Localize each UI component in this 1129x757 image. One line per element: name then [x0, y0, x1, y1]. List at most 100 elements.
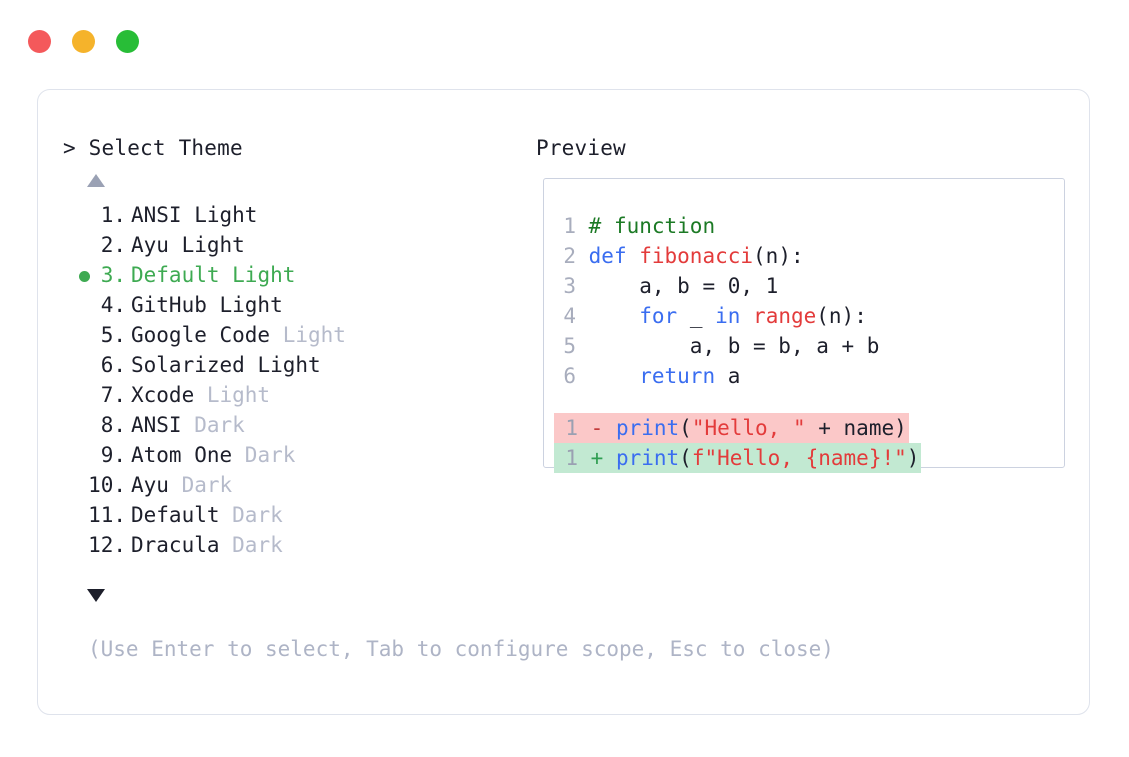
- theme-item-variant: Light: [244, 353, 321, 377]
- code-token: ): [906, 446, 920, 470]
- line-number: 6: [563, 364, 576, 388]
- page-title: > Select Theme: [63, 136, 243, 160]
- maximize-button[interactable]: [116, 30, 139, 53]
- code-line-text: # function: [576, 214, 715, 238]
- code-line-text: a, b = 0, 1: [576, 274, 778, 298]
- theme-list-item[interactable]: 4.GitHub Light: [63, 290, 533, 320]
- code-token: _: [677, 304, 716, 328]
- preview-title: Preview: [536, 136, 626, 160]
- code-line-text: return a: [576, 364, 740, 388]
- theme-item-variant: Light: [168, 233, 245, 257]
- code-token: print: [615, 416, 680, 440]
- code-token: def: [588, 244, 640, 268]
- theme-item-number: 1.: [100, 203, 126, 227]
- code-token: (n):: [753, 244, 804, 268]
- code-token: in: [715, 304, 754, 328]
- theme-list-item[interactable]: 10.Ayu Dark: [63, 470, 533, 500]
- theme-item-number: 12.: [88, 533, 126, 557]
- theme-item-name: Ayu: [131, 473, 169, 497]
- close-button[interactable]: [28, 30, 51, 53]
- code-token: "Hello, ": [691, 416, 806, 440]
- theme-item-number: 11.: [88, 503, 126, 527]
- code-line-text: print(f"Hello, {name}!"): [616, 446, 919, 470]
- theme-item-number: 7.: [100, 383, 126, 407]
- code-token: (: [679, 446, 692, 470]
- theme-list-item[interactable]: 5.Google Code Light: [63, 320, 533, 350]
- theme-item-variant: Light: [181, 203, 258, 227]
- theme-list-item[interactable]: 9.Atom One Dark: [63, 440, 533, 470]
- line-number: 1: [565, 416, 578, 440]
- window-controls: [28, 30, 139, 53]
- code-token: print: [615, 446, 680, 470]
- code-spacer: [554, 391, 921, 413]
- code-token: a, b = b, a + b: [588, 334, 880, 358]
- code-token: for: [639, 304, 678, 328]
- theme-item-name: Solarized: [131, 353, 245, 377]
- scroll-down-icon[interactable]: [87, 589, 105, 602]
- diff-line-del: 1 - print("Hello, " + name): [554, 413, 921, 443]
- diff-highlight: 1 - print("Hello, " + name): [554, 413, 909, 443]
- line-number: 2: [563, 244, 576, 268]
- theme-list-item[interactable]: 2.Ayu Light: [63, 230, 533, 260]
- diff-highlight: 1 + print(f"Hello, {name}!"): [554, 443, 922, 473]
- theme-item-name: ANSI: [131, 203, 182, 227]
- code-line: 4 for _ in range(n):: [554, 301, 921, 331]
- theme-item-name: Atom One: [131, 443, 233, 467]
- theme-item-name: Xcode: [131, 383, 195, 407]
- theme-item-number: 3.: [100, 263, 126, 287]
- theme-item-variant: Light: [206, 293, 283, 317]
- diff-line-add: 1 + print(f"Hello, {name}!"): [554, 443, 922, 473]
- theme-item-variant: Dark: [181, 413, 245, 437]
- code-token: a, b = 0, 1: [588, 274, 779, 298]
- theme-list-item[interactable]: 8.ANSI Dark: [63, 410, 533, 440]
- theme-item-name: Google Code: [131, 323, 271, 347]
- code-line-text: for _ in range(n):: [576, 304, 867, 328]
- code-token: [589, 364, 640, 388]
- theme-item-variant: Dark: [219, 533, 283, 557]
- theme-list-item[interactable]: 6.Solarized Light: [63, 350, 533, 380]
- code-line-text: def fibonacci(n):: [576, 244, 804, 268]
- theme-item-variant: Light: [194, 383, 271, 407]
- theme-item-number: 9.: [100, 443, 126, 467]
- code-line-text: a, b = b, a + b: [576, 334, 880, 358]
- theme-item-name: Default: [131, 263, 220, 287]
- code-token: f"Hello, {name}!": [691, 446, 907, 470]
- code-token: return: [639, 364, 716, 388]
- code-token: # function: [588, 214, 716, 238]
- theme-list-item[interactable]: 7.Xcode Light: [63, 380, 533, 410]
- line-number: 1: [565, 446, 578, 470]
- theme-item-variant: Light: [270, 323, 346, 347]
- theme-item-variant: Dark: [168, 473, 233, 497]
- theme-list-item[interactable]: 1.ANSI Light: [63, 200, 533, 230]
- theme-item-variant: Dark: [232, 443, 296, 467]
- theme-list-item[interactable]: 11.Default Dark: [63, 500, 533, 530]
- theme-item-name: Default: [131, 503, 220, 527]
- theme-item-number: 6.: [100, 353, 126, 377]
- code-line-text: print("Hello, " + name): [616, 416, 907, 440]
- theme-list-item[interactable]: 3.Default Light: [63, 260, 533, 290]
- line-number: 4: [563, 304, 576, 328]
- line-number: 5: [563, 334, 576, 358]
- code-token: a: [715, 364, 741, 388]
- code-token: fibonacci: [639, 244, 754, 268]
- theme-item-name: Ayu: [131, 233, 169, 257]
- scroll-up-icon[interactable]: [87, 174, 105, 187]
- code-line: 3 a, b = 0, 1: [554, 271, 921, 301]
- theme-item-name: GitHub: [131, 293, 207, 317]
- code-line: 2 def fibonacci(n):: [554, 241, 921, 271]
- minimize-button[interactable]: [72, 30, 95, 53]
- theme-item-number: 5.: [100, 323, 126, 347]
- theme-list-item[interactable]: 12.Dracula Dark: [63, 530, 533, 560]
- code-token: range: [753, 304, 817, 328]
- theme-item-variant: Light: [219, 263, 296, 287]
- diff-sign: -: [578, 416, 616, 440]
- theme-item-variant: Dark: [219, 503, 283, 527]
- line-number: 1: [563, 214, 576, 238]
- code-token: [589, 304, 640, 328]
